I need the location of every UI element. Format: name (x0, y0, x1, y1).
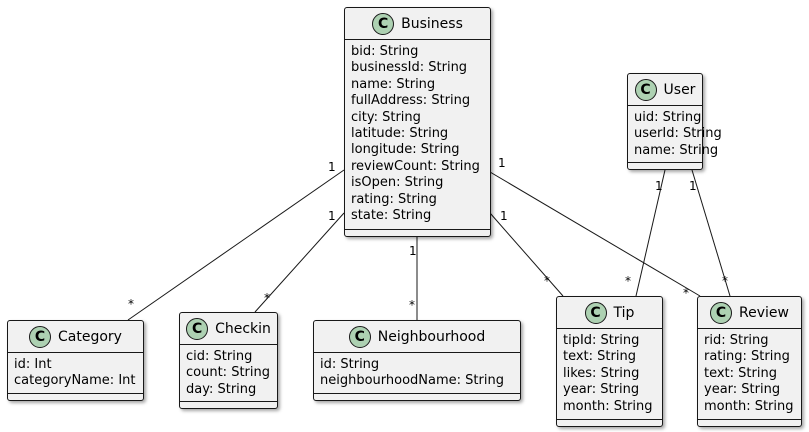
multiplicity-user-tip-target: * (625, 274, 631, 288)
attribute: categoryName: Int (14, 373, 136, 389)
attribute: tipId: String (563, 333, 640, 348)
class-icon: C (634, 78, 657, 101)
class-icon: C (372, 12, 395, 35)
multiplicity-business-tip-source: 1 (500, 209, 508, 223)
class-name: Tip (613, 304, 635, 321)
attribute: year: String (704, 382, 781, 398)
class-icon: C (186, 317, 209, 340)
association-business-tip (489, 212, 564, 297)
class-name: Checkin (215, 320, 271, 337)
attribute: name: String (634, 142, 719, 158)
class-name: Category (58, 328, 122, 345)
attribute: reviewCount: String (351, 158, 480, 174)
attribute-list: tipId: String text: String likes: String… (557, 329, 662, 415)
attribute: day: String (186, 381, 257, 397)
attribute: rating: String (704, 349, 790, 365)
class-name: Business (401, 15, 463, 32)
attribute: rating: String (351, 191, 437, 207)
multiplicity-business-neighbourhood-target: * (409, 298, 415, 312)
multiplicity-business-neighbourhood-source: 1 (409, 244, 417, 258)
association-user-review (691, 169, 731, 297)
attribute-list: cid: String count: String day: String (180, 345, 277, 398)
attribute: isOpen: String (351, 175, 444, 191)
association-business-category (127, 169, 345, 321)
association-business-checkin (254, 212, 345, 313)
class-icon: C (348, 325, 371, 348)
class-header: C Tip (557, 297, 662, 329)
attribute-list: rid: String rating: String text: String … (698, 329, 801, 415)
attribute: userId: String (634, 126, 722, 142)
attribute: month: String (704, 398, 794, 414)
operations-divider (314, 393, 520, 394)
class-name: Neighbourhood (377, 328, 486, 345)
multiplicity-business-tip-target: * (544, 274, 550, 288)
class-header: C User (628, 74, 702, 106)
attribute: month: String (563, 398, 653, 414)
attribute: bid: String (351, 44, 419, 59)
attribute: fullAddress: String (351, 93, 471, 109)
class-icon: C (584, 301, 607, 324)
attribute: cid: String (186, 349, 253, 364)
class-user: C User uid: String userId: String name: … (627, 73, 722, 170)
attribute: id: Int (14, 357, 52, 372)
class-header: C Business (345, 8, 490, 40)
operations-divider (557, 419, 662, 420)
class-header: C Review (698, 297, 801, 329)
attribute: text: String (704, 365, 777, 381)
operations-divider (180, 401, 277, 402)
multiplicity-business-checkin-source: 1 (328, 209, 336, 223)
attribute: state: String (351, 208, 432, 224)
attribute: latitude: String (351, 126, 449, 142)
class-review: C Review rid: String rating: String text… (697, 296, 802, 427)
operations-divider (8, 393, 143, 394)
multiplicity-business-category-target: * (128, 297, 134, 311)
attribute: name: String (351, 76, 436, 92)
attribute-list: uid: String userId: String name: String (628, 106, 722, 159)
class-checkin: C Checkin cid: String count: String day:… (179, 312, 278, 409)
class-header: C Neighbourhood (314, 321, 520, 353)
class-header: C Checkin (180, 313, 277, 345)
class-name: Review (739, 304, 789, 321)
attribute-list: id: String neighbourhoodName: String (314, 353, 520, 390)
attribute: neighbourhoodName: String (320, 373, 504, 389)
multiplicity-business-review-target: * (683, 286, 689, 300)
operations-divider (698, 419, 801, 420)
multiplicity-user-tip-source: 1 (655, 179, 663, 193)
attribute: year: String (563, 382, 640, 398)
class-icon: C (29, 325, 52, 348)
operations-divider (628, 162, 702, 163)
class-tip: C Tip tipId: String text: String likes: … (556, 296, 663, 427)
class-category: C Category id: Int categoryName: Int (7, 320, 144, 401)
multiplicity-user-review-source: 1 (689, 179, 697, 193)
class-neighbourhood: C Neighbourhood id: String neighbourhood… (313, 320, 521, 401)
operations-divider (345, 229, 490, 230)
multiplicity-business-category-source: 1 (328, 160, 336, 174)
attribute: text: String (563, 349, 636, 365)
class-header: C Category (8, 321, 143, 353)
attribute: uid: String (634, 110, 702, 125)
attribute-list: id: Int categoryName: Int (8, 353, 143, 390)
attribute: likes: String (563, 365, 640, 381)
association-business-review (489, 171, 701, 297)
attribute: count: String (186, 365, 270, 381)
attribute: longitude: String (351, 142, 460, 158)
multiplicity-business-review-source: 1 (498, 156, 506, 170)
attribute: businessId: String (351, 60, 468, 76)
class-icon: C (710, 301, 733, 324)
class-name: User (663, 81, 696, 98)
class-business: C Business bid: String businessId: Strin… (344, 7, 491, 237)
attribute: rid: String (704, 333, 769, 348)
attribute: id: String (320, 357, 380, 372)
multiplicity-user-review-target: * (722, 274, 728, 288)
attribute-list: bid: String businessId: String name: Str… (345, 40, 490, 224)
attribute: city: String (351, 109, 421, 125)
association-user-tip (635, 169, 666, 297)
multiplicity-business-checkin-target: * (264, 291, 270, 305)
